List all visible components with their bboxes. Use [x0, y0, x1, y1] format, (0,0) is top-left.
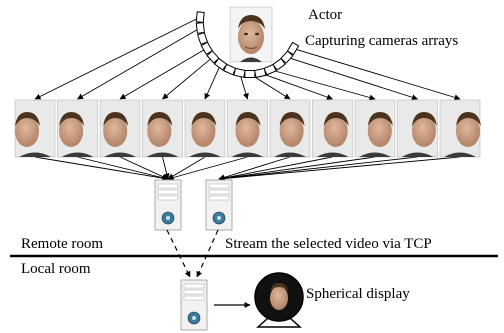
- view-to-server-edge: [167, 156, 248, 181]
- camera-to-view-edge: [77, 27, 201, 100]
- camera-view-photo: [439, 99, 481, 158]
- camera-icon: [233, 67, 246, 78]
- view-to-server-edge: [162, 156, 170, 180]
- view-to-server-edge: [167, 156, 206, 180]
- camera-to-view-edge: [204, 63, 222, 100]
- camera-to-view-edge: [249, 73, 291, 100]
- camera-view-photo: [397, 99, 438, 158]
- camera-icon: [195, 21, 205, 34]
- camera-icon: [213, 57, 228, 71]
- view-to-server-edge: [119, 156, 169, 180]
- camera-array: [195, 11, 300, 79]
- view-to-server-edge: [34, 156, 169, 182]
- camera-to-view-edge: [292, 48, 461, 101]
- remote-servers: [154, 179, 233, 231]
- camera-view-photo: [312, 99, 353, 158]
- camera-to-view-edge: [286, 56, 418, 101]
- view-to-server-edge: [218, 156, 461, 182]
- camera-icon: [253, 67, 267, 78]
- camera-icon: [200, 41, 214, 56]
- camera-icon: [195, 11, 205, 23]
- camera-to-view-edge: [119, 47, 208, 100]
- camera-view-photo: [227, 99, 268, 158]
- view-to-server-edge: [218, 156, 376, 182]
- camera-icon: [272, 57, 286, 71]
- camera-view-photo: [99, 99, 141, 158]
- view-to-server-edge: [218, 156, 418, 182]
- computer-tower-icon: [154, 179, 182, 231]
- view-to-server-edges: [34, 156, 461, 182]
- view-to-server-edge: [218, 156, 291, 181]
- camera-icon: [244, 69, 256, 79]
- spherical-display-icon: [254, 272, 304, 328]
- camera-icon: [280, 50, 294, 64]
- view-to-server-edge: [77, 156, 169, 181]
- local-room-label: Local room: [21, 261, 91, 277]
- computer-tower-icon: [205, 179, 233, 231]
- camera-to-view-edge: [269, 69, 376, 101]
- camera-to-view-edge: [34, 16, 201, 100]
- view-to-server-edge: [218, 156, 333, 181]
- actor-label: Actor: [308, 7, 343, 23]
- stream-dashed-right: [196, 229, 219, 278]
- camera-view-photo: [354, 99, 396, 158]
- camera-view-photo: [184, 99, 226, 158]
- stream-label: Stream the selected video via TCP: [225, 236, 432, 252]
- cameras-label: Capturing cameras arrays: [305, 33, 459, 49]
- camera-view-photo: [57, 99, 98, 158]
- spherical-display-label: Spherical display: [306, 286, 410, 302]
- camera-views-row: [14, 99, 481, 158]
- camera-view-photo: [142, 99, 183, 158]
- camera-to-view-edge: [162, 56, 214, 100]
- local-server: [180, 279, 208, 331]
- camera-icon: [197, 31, 209, 45]
- remote-room-label: Remote room: [21, 236, 104, 252]
- computer-tower-icon: [180, 279, 208, 331]
- camera-view-photo: [14, 99, 56, 158]
- camera-view-photo: [269, 99, 311, 158]
- actor-photo: [229, 6, 273, 63]
- camera-icon: [263, 63, 277, 76]
- camera-to-view-edge: [260, 72, 333, 100]
- camera-icon: [286, 41, 300, 56]
- camera-icon: [206, 50, 220, 64]
- stream-dashed-left: [166, 229, 191, 278]
